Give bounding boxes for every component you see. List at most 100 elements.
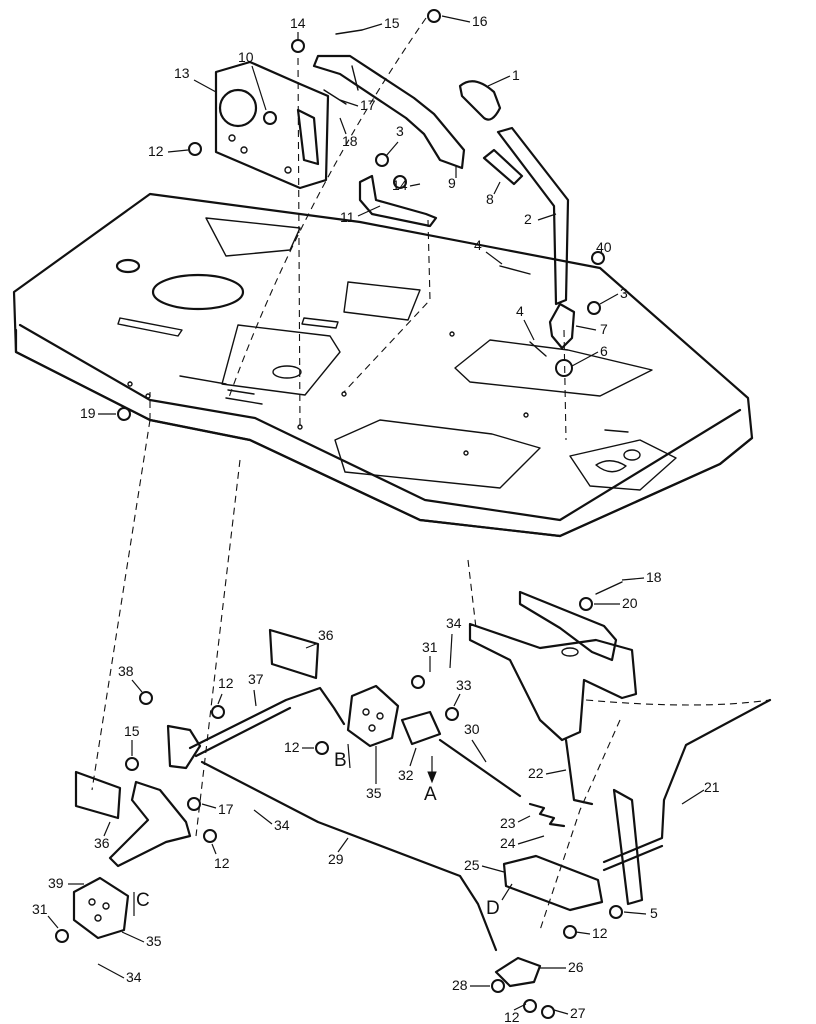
shift-handle <box>458 80 570 306</box>
svg-text:A: A <box>424 784 437 805</box>
label-14b: 14 <box>392 177 421 193</box>
detail-letter-a: A <box>424 756 437 805</box>
label-25: 25 <box>464 857 505 873</box>
svg-text:29: 29 <box>328 851 344 867</box>
svg-text:34: 34 <box>446 615 462 631</box>
label-18b: 18 <box>621 569 662 585</box>
svg-text:22: 22 <box>528 765 544 781</box>
svg-text:14: 14 <box>290 15 306 31</box>
svg-text:9: 9 <box>448 175 456 191</box>
left-bracket-36 <box>74 628 320 820</box>
label-27: 27 <box>553 1005 586 1021</box>
svg-text:12: 12 <box>504 1009 520 1024</box>
label-12e: 12 <box>575 925 608 941</box>
rod-26 <box>494 956 542 988</box>
pedal-plate-b <box>346 684 400 748</box>
label-35b: 35 <box>121 931 162 949</box>
pedal-plate-c <box>72 876 130 940</box>
label-12d: 12 <box>211 843 230 871</box>
svg-text:31: 31 <box>422 639 438 655</box>
rod-22 <box>564 738 594 806</box>
label-35a: 35 <box>366 746 382 801</box>
label-12f: 12 <box>504 1003 527 1024</box>
label-11: 11 <box>340 205 381 225</box>
label-17b: 17 <box>201 801 234 817</box>
label-3a: 3 <box>385 123 404 157</box>
svg-text:17: 17 <box>360 97 376 113</box>
label-24: 24 <box>500 835 545 851</box>
label-22: 22 <box>528 765 567 781</box>
label-32: 32 <box>398 747 417 783</box>
svg-text:24: 24 <box>500 835 516 851</box>
svg-text:12: 12 <box>218 675 234 691</box>
svg-text:26: 26 <box>568 959 584 975</box>
svg-text:2: 2 <box>524 211 532 227</box>
svg-text:39: 39 <box>48 875 64 891</box>
svg-text:36: 36 <box>318 627 334 643</box>
label-5: 5 <box>623 905 658 921</box>
rear-bracket-20 <box>468 590 638 742</box>
svg-text:7: 7 <box>600 321 608 337</box>
svg-text:35: 35 <box>146 933 162 949</box>
deck-body <box>12 192 754 538</box>
label-26: 26 <box>540 959 584 975</box>
label-12a: 12 <box>148 143 189 159</box>
label-31b: 31 <box>32 901 59 929</box>
rod-30 <box>400 710 522 798</box>
label-9: 9 <box>448 166 457 191</box>
svg-text:31: 31 <box>32 901 48 917</box>
svg-text:38: 38 <box>118 663 134 679</box>
rod-37 <box>188 686 346 758</box>
rod-29 <box>200 760 498 952</box>
svg-text:20: 20 <box>622 595 638 611</box>
label-33: 33 <box>453 677 472 707</box>
pedal-arm-bracket-11 <box>358 174 438 228</box>
label-8: 8 <box>486 181 501 207</box>
svg-text:8: 8 <box>486 191 494 207</box>
svg-text:12: 12 <box>592 925 608 941</box>
label-36a: 36 <box>305 627 334 649</box>
svg-text:D: D <box>486 898 500 919</box>
label-37: 37 <box>248 671 264 707</box>
svg-text:4: 4 <box>516 303 524 319</box>
svg-text:1: 1 <box>512 67 520 83</box>
label-19: 19 <box>80 405 116 421</box>
svg-text:37: 37 <box>248 671 264 687</box>
label-34b: 34 <box>253 809 290 833</box>
label-18a: 18 <box>339 117 358 149</box>
detail-letter-b: B <box>334 743 351 771</box>
label-40: 40 <box>596 239 612 255</box>
detail-letter-d: D <box>486 883 513 919</box>
svg-text:16: 16 <box>472 13 488 29</box>
svg-text:12: 12 <box>148 143 164 159</box>
svg-text:13: 13 <box>174 65 190 81</box>
label-15a: 15 <box>361 15 400 31</box>
label-29: 29 <box>328 837 349 867</box>
label-16: 16 <box>441 13 488 29</box>
svg-text:10: 10 <box>238 49 254 65</box>
lever-pivot-7 <box>548 302 576 377</box>
spring-23 <box>528 802 566 828</box>
svg-text:C: C <box>136 890 150 911</box>
svg-text:36: 36 <box>94 835 110 851</box>
svg-text:21: 21 <box>704 779 720 795</box>
label-15b: 15 <box>124 723 140 756</box>
hardware <box>55 9 623 1019</box>
svg-text:15: 15 <box>124 723 140 739</box>
detail-letter-c: C <box>133 890 150 916</box>
svg-text:30: 30 <box>464 721 480 737</box>
label-13: 13 <box>174 65 217 93</box>
gear-selector-plate <box>214 60 330 190</box>
svg-text:33: 33 <box>456 677 472 693</box>
label-38: 38 <box>118 663 143 693</box>
svg-text:15: 15 <box>384 15 400 31</box>
svg-text:27: 27 <box>570 1005 586 1021</box>
label-39: 39 <box>48 875 84 891</box>
alignment-lines <box>91 17 771 931</box>
svg-text:18: 18 <box>646 569 662 585</box>
label-2: 2 <box>524 211 557 227</box>
label-3b: 3 <box>599 285 628 305</box>
label-23: 23 <box>500 815 531 831</box>
svg-text:12: 12 <box>284 739 300 755</box>
